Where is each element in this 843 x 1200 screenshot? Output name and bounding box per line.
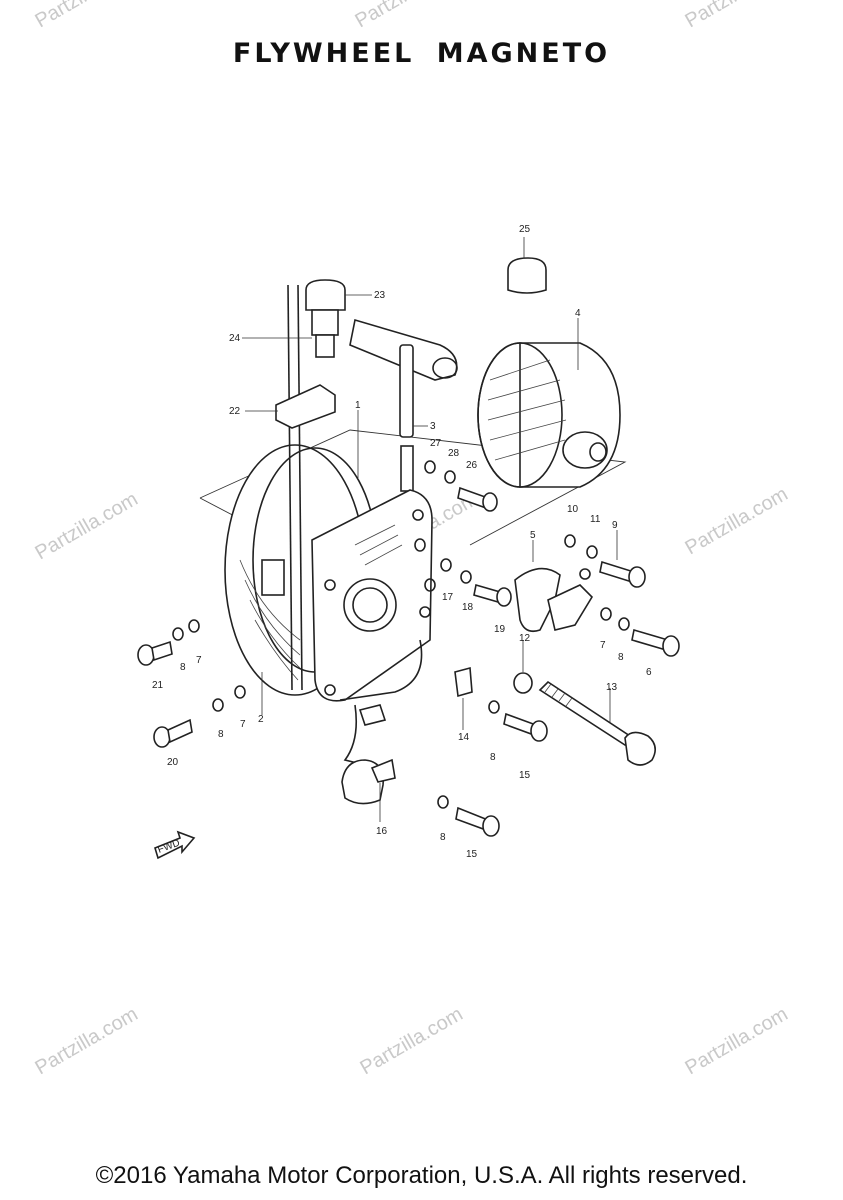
base-plate — [311, 489, 433, 702]
callout-8a: 8 — [180, 662, 186, 673]
callout-11: 11 — [590, 514, 601, 525]
callout-25: 25 — [519, 224, 531, 235]
callout-15b: 15 — [466, 849, 478, 860]
callout-16: 16 — [376, 826, 388, 837]
watermark: Partzilla.com — [682, 1003, 792, 1079]
callout-22: 22 — [229, 406, 241, 417]
callout-12: 12 — [519, 633, 531, 644]
callout-26: 26 — [466, 460, 478, 471]
callout-1: 1 — [355, 400, 361, 411]
callout-13: 13 — [606, 682, 618, 693]
callout-18: 18 — [462, 602, 474, 613]
callout-23: 23 — [374, 290, 386, 301]
watermark: Partzilla.com — [32, 488, 142, 564]
callout-5: 5 — [530, 530, 536, 541]
forward-direction-indicator: FWD — [154, 830, 196, 860]
callout-3: 3 — [430, 421, 436, 432]
callout-4: 4 — [575, 308, 581, 319]
callout-8b: 8 — [218, 729, 224, 740]
contact-breaker — [514, 567, 594, 633]
callout-14: 14 — [458, 732, 470, 743]
callout-8c: 8 — [490, 752, 496, 763]
callout-19: 19 — [494, 624, 506, 635]
callout-leaders — [242, 237, 618, 822]
callout-20: 20 — [167, 757, 179, 768]
callout-9: 9 — [612, 520, 618, 531]
callout-7c: 7 — [600, 640, 606, 651]
flywheel-rotor — [477, 342, 621, 488]
watermark: Partzilla.com — [682, 0, 792, 32]
callout-8e: 8 — [618, 652, 624, 663]
callout-8d: 8 — [440, 832, 446, 843]
callout-labels: 25 23 24 4 22 1 3 27 28 26 10 11 9 5 17 … — [152, 224, 652, 860]
woodruff-key — [507, 257, 547, 294]
callout-2: 2 — [258, 714, 264, 725]
callout-10: 10 — [567, 504, 579, 515]
watermark: Partzilla.com — [682, 483, 792, 559]
callout-24: 24 — [229, 333, 241, 344]
callout-7b: 7 — [240, 719, 246, 730]
watermark: Partzilla.com — [357, 1003, 467, 1079]
callout-28: 28 — [448, 448, 460, 459]
watermark: Partzilla.com — [32, 1003, 142, 1079]
callout-7a: 7 — [196, 655, 202, 666]
watermark: Partzilla.com — [32, 0, 142, 32]
screws — [137, 460, 680, 837]
lead-wire — [275, 279, 346, 691]
callout-21: 21 — [152, 680, 164, 691]
wire-clamp — [454, 666, 473, 698]
copyright-notice: ©2016 Yamaha Motor Corporation, U.S.A. A… — [95, 1162, 748, 1189]
condenser — [341, 704, 396, 805]
callout-15a: 15 — [519, 770, 531, 781]
crankshaft — [349, 318, 458, 492]
callout-27: 27 — [430, 438, 442, 449]
page-title: FLYWHEEL MAGNETO — [232, 38, 611, 69]
cam-bolt — [513, 672, 656, 766]
callout-17: 17 — [442, 592, 454, 603]
watermark: Partzilla.com — [352, 0, 462, 32]
callout-6: 6 — [646, 667, 652, 678]
